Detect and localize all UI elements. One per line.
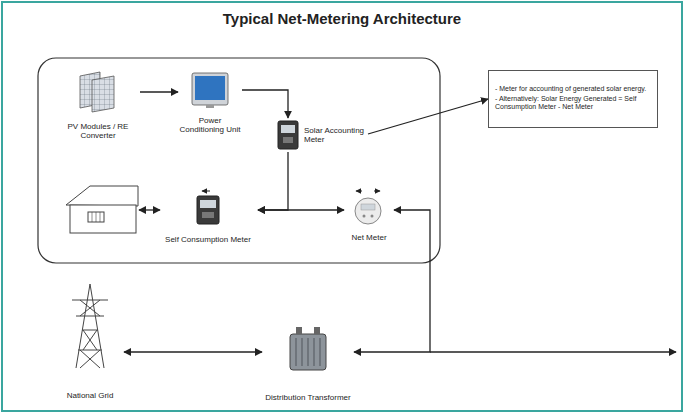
net-meter-icon <box>355 191 381 224</box>
pv-panel-icon <box>80 72 114 112</box>
house-icon <box>66 186 138 233</box>
power-conditioning-unit-icon <box>192 73 228 108</box>
feeder-line <box>430 351 676 352</box>
connector <box>124 351 262 352</box>
component-label: National Grid <box>67 391 114 400</box>
connector <box>140 91 178 92</box>
component-label: Power Conditioning Unit <box>179 116 241 134</box>
diagram-title: Typical Net-Metering Architecture <box>0 10 684 27</box>
premises-boundary <box>38 58 440 263</box>
component-label: Distribution Transformer <box>265 393 350 402</box>
callout-note: - Alternatively: Solar Energy Generated … <box>495 95 651 111</box>
component-label: Solar Accounting Meter <box>304 126 366 144</box>
callout-box: - Meter for accounting of generated sola… <box>488 70 658 128</box>
connector <box>368 99 488 134</box>
grid-node: National Grid <box>56 280 124 400</box>
net-meter-node: Net Meter <box>344 190 394 242</box>
house-feed-wire <box>139 209 160 210</box>
pv-module-node: PV Modules / RE Converter <box>56 70 140 140</box>
connector <box>354 210 430 352</box>
self-consumption-meter-icon <box>197 191 219 224</box>
power-conditioning-node: Power Conditioning Unit <box>178 70 242 134</box>
connector <box>258 209 344 210</box>
meter-node: Self Consumption Meter <box>158 190 258 244</box>
callout-note: - Meter for accounting of generated sola… <box>495 85 646 93</box>
component-label: Net Meter <box>351 233 386 242</box>
connector <box>258 152 288 210</box>
transmission-tower-icon <box>72 284 108 368</box>
connector <box>242 90 288 118</box>
component-label: Self Consumption Meter <box>165 235 251 244</box>
transformer-icon <box>290 327 326 370</box>
meter-node: Solar Accounting Meter <box>274 118 366 152</box>
solar-meter-icon <box>278 121 298 149</box>
component-label: PV Modules / RE Converter <box>58 122 138 140</box>
transformer-node: Distribution Transformer <box>262 322 354 402</box>
